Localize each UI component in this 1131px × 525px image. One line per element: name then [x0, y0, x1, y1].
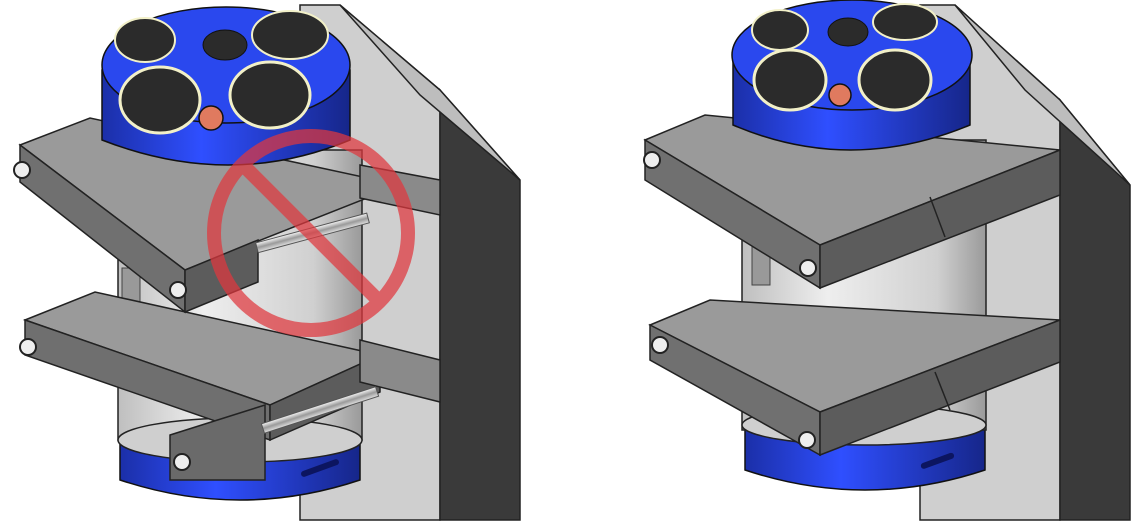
transducer-face	[202, 29, 248, 61]
transducer-face	[114, 17, 176, 63]
prohibited-icon	[207, 129, 415, 337]
bolt-icon	[19, 338, 37, 356]
transducer-head	[731, 0, 973, 151]
bolt-icon	[13, 161, 31, 179]
transducer-face	[228, 60, 312, 130]
bolt-icon	[651, 336, 669, 354]
transducer-face	[827, 17, 869, 47]
panel-correct	[643, 0, 1131, 521]
bolt-icon	[798, 431, 816, 449]
bolt-icon	[169, 281, 187, 299]
clamp-plate-upper	[643, 114, 1061, 290]
transducer-face	[251, 10, 329, 60]
bolt-icon	[799, 259, 817, 277]
transducer-face	[751, 9, 809, 51]
clamp-plate-lower	[648, 299, 1061, 457]
transducer-face	[118, 65, 202, 135]
bolt-icon	[643, 151, 661, 169]
transducer-face	[752, 48, 828, 112]
transducer-face	[872, 3, 938, 41]
connector-icon	[828, 83, 852, 107]
clamp-plate-lower	[22, 291, 441, 481]
threaded-rod-lower	[260, 386, 380, 434]
panel-incorrect	[13, 4, 521, 521]
bolt-icon	[173, 453, 191, 471]
connector-icon	[198, 105, 224, 131]
transducer-face	[857, 48, 933, 112]
